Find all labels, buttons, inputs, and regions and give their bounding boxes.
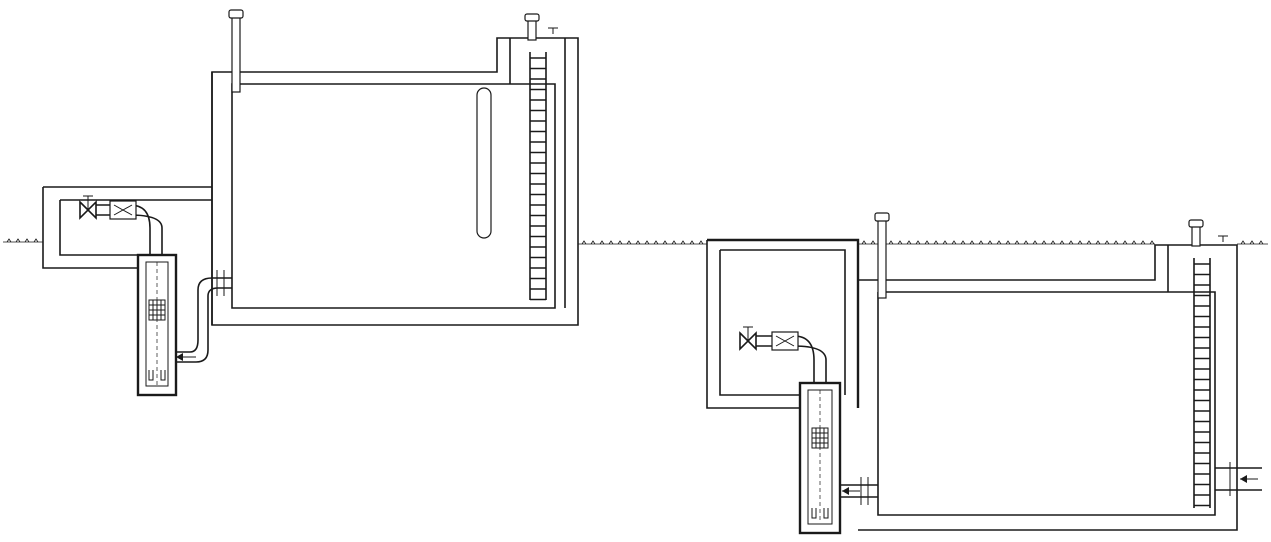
vent-pipe-right <box>874 212 890 299</box>
ground-line-left <box>3 238 1268 245</box>
vent-pipe-left <box>228 9 244 93</box>
flow-arrow-icon <box>176 353 196 361</box>
left-tank <box>211 37 579 326</box>
access-ladder-left <box>529 52 547 301</box>
manhole-vent-right <box>1188 219 1228 247</box>
ladder-rungs <box>1193 258 1211 508</box>
gate-valve-icon <box>739 326 772 351</box>
inlet-pipe-right <box>1215 462 1262 496</box>
access-ladder-right <box>1193 258 1211 508</box>
left-system <box>3 9 1268 397</box>
float-gauge-left <box>476 87 492 239</box>
valve-chamber-right <box>706 238 860 409</box>
pump-well-left <box>136 253 178 397</box>
right-system <box>706 212 1262 535</box>
ladder-rungs <box>529 52 547 301</box>
check-valve-icon <box>771 331 799 351</box>
right-tank <box>858 244 1238 531</box>
suction-pipe-right <box>840 477 878 505</box>
gate-valve-icon <box>79 195 110 220</box>
flow-arrow-icon <box>842 487 860 495</box>
pump-well-right <box>798 381 842 535</box>
flow-arrow-icon <box>1240 475 1258 483</box>
manhole-vent-left <box>524 13 558 41</box>
check-valve-icon <box>109 200 137 220</box>
valve-chamber-left <box>42 186 212 269</box>
discharge-pipe-left <box>176 270 232 363</box>
